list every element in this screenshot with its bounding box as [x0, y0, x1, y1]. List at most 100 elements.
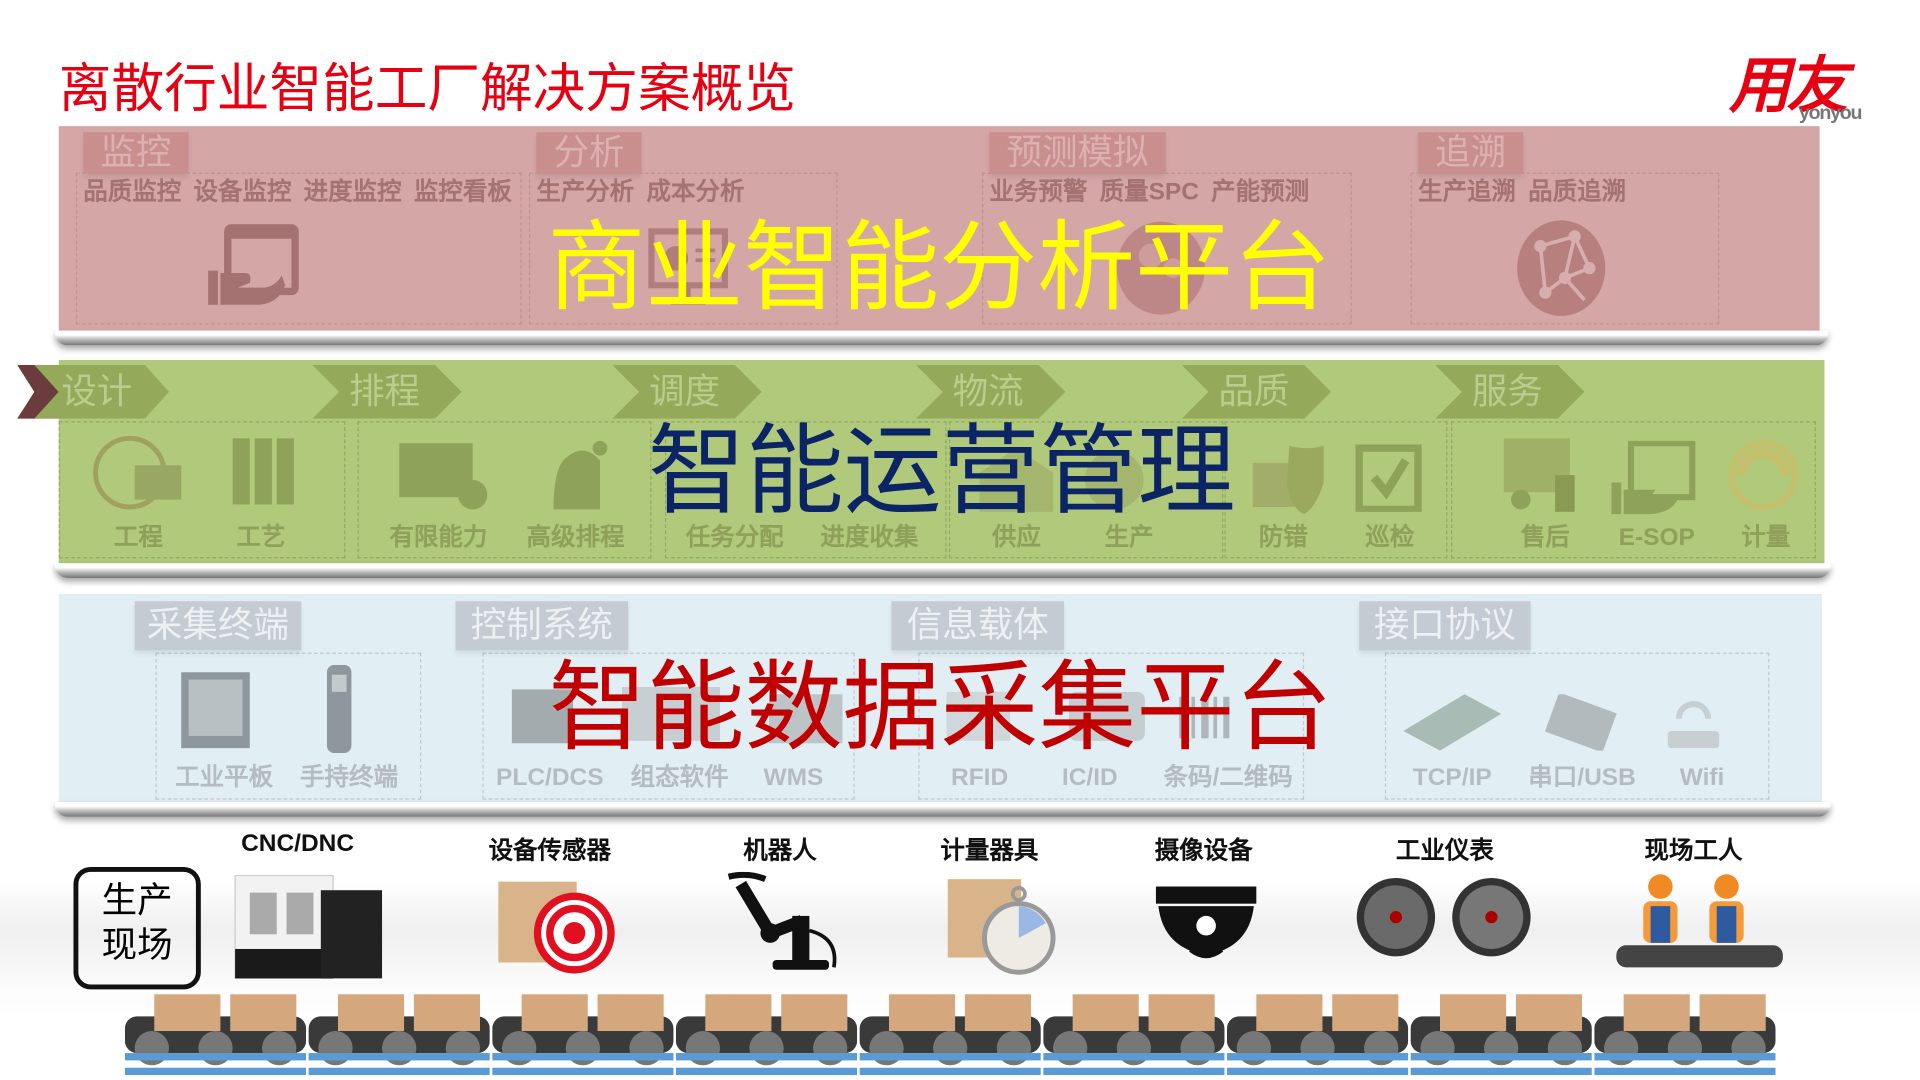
yonyou-logo: 用友 yonyou [1729, 37, 1866, 130]
ops-group-box [357, 421, 652, 559]
device-label: CNC/DNC [241, 830, 355, 858]
bi-items-trace: 生产追溯 品质追溯 [1418, 179, 1626, 207]
device-label: 设备传感器 [488, 837, 612, 865]
device-label: 计量器具 [940, 837, 1039, 865]
bi-items-analysis: 生产分析 成本分析 [536, 179, 744, 207]
clipboard-check-icon [1355, 444, 1422, 512]
shop-floor-line2: 现场 [101, 925, 173, 965]
conveyor-segment [1226, 994, 1409, 1076]
bi-item: 质量SPC [1099, 178, 1199, 206]
stage-dispatch: 调度 [612, 364, 762, 419]
data-item: WMS [763, 764, 824, 792]
bi-item: 监控看板 [413, 178, 512, 206]
binders-icon [232, 438, 294, 505]
ops-group-box [948, 421, 1224, 559]
handheld-terminal-icon [326, 664, 352, 754]
shield-box-icon [1252, 445, 1324, 515]
bi-item: 成本分析 [646, 178, 745, 206]
bi-item: 产能预测 [1211, 178, 1310, 206]
ops-group-box [1451, 421, 1816, 559]
tablet-icon [181, 672, 250, 749]
data-section-label: 采集终端 [134, 601, 302, 651]
interface-devices-icons [1403, 694, 1720, 751]
device-label: 机器人 [743, 837, 817, 865]
bi-platform-panel: 监控 分析 预测模拟 追溯 品质监控 设备监控 进度监控 监控看板 生产分析 成… [58, 126, 1820, 331]
data-item: 条码/二维码 [1163, 764, 1293, 792]
data-section-label: 接口协议 [1359, 601, 1531, 651]
device-label: 现场工人 [1644, 837, 1743, 865]
data-section-label: 控制系统 [455, 601, 629, 651]
bi-item: 品质监控 [83, 178, 182, 206]
data-item: RFID [951, 764, 1009, 792]
logo-cn: 用友 [1728, 51, 1848, 121]
bi-item: 业务预警 [989, 178, 1088, 206]
robot-arm-icon [727, 871, 837, 970]
conveyor-segment [492, 994, 674, 1076]
conveyor-segment [859, 994, 1041, 1076]
bi-item: 设备监控 [193, 178, 292, 206]
monitor-hand-icon [208, 224, 299, 305]
panel-base [55, 802, 1831, 817]
conveyor-segment [308, 994, 490, 1076]
ops-item: 工程 [113, 524, 163, 552]
stage-service: 服务 [1435, 364, 1585, 419]
globe-computer-icon [93, 435, 182, 510]
bi-item: 生产分析 [536, 178, 635, 206]
stage-scheduling: 排程 [312, 364, 462, 419]
data-section-box [918, 652, 1305, 800]
chart-gear-icon [399, 443, 488, 510]
device-label: 工业仪表 [1395, 837, 1494, 865]
bi-item: 进度监控 [303, 178, 402, 206]
data-item: PLC/DCS [496, 764, 604, 792]
ops-item: 计量 [1741, 524, 1791, 552]
warehouse-gear-icon [979, 448, 1144, 512]
data-item: 组态软件 [630, 764, 729, 792]
head-gears-icon [553, 440, 608, 510]
data-section-box [482, 652, 855, 800]
cnc-machine-icon [234, 874, 383, 979]
data-item: 串口/USB [1528, 764, 1636, 792]
logo-en: yonyou [1798, 102, 1863, 124]
conveyor-segment [124, 994, 307, 1076]
bi-section-box [75, 172, 522, 325]
data-item: IC/ID [1061, 764, 1118, 792]
bi-platform-title: 商业智能分析平台 [547, 213, 1332, 323]
ops-group-box [664, 421, 947, 559]
ops-group-box [1224, 421, 1448, 559]
ops-item: 防错 [1258, 524, 1308, 552]
data-section-box [155, 652, 422, 800]
head-gears-icon [1116, 221, 1205, 315]
page-title: 离散行业智能工厂解决方案概览 [58, 60, 796, 119]
ops-item: 巡检 [1365, 524, 1415, 552]
ops-panel: 设计 排程 调度 物流 品质 服务 工程 工艺 有限能力 高级排程 任务分配 进… [34, 360, 1825, 564]
bi-section-box [528, 172, 838, 325]
ops-item: 进度收集 [820, 524, 919, 552]
ops-item: 售后 [1520, 524, 1570, 552]
bi-items-forecast: 业务预警 质量SPC 产能预测 [989, 179, 1309, 207]
factory-workers-icon [1616, 874, 1783, 968]
truck-phone-icon [1503, 438, 1575, 512]
ops-item: 生产 [1104, 524, 1154, 552]
data-platform-title: 智能数据采集平台 [548, 652, 1333, 762]
bi-item: 品质追溯 [1528, 178, 1627, 206]
data-item: 手持终端 [300, 764, 398, 792]
ops-item: E-SOP [1618, 524, 1695, 552]
network-globe-icon [1517, 220, 1606, 316]
ops-title: 智能运营管理 [647, 416, 1236, 526]
bi-item: 生产追溯 [1417, 178, 1516, 206]
ops-item: 工艺 [236, 524, 286, 552]
data-section-box [1384, 652, 1770, 800]
ops-item: 有限能力 [389, 524, 488, 552]
bi-section-label: 监控 [83, 132, 189, 174]
bi-section-label: 追溯 [1417, 132, 1524, 174]
bi-section-label: 分析 [536, 132, 642, 174]
ops-item: 任务分配 [685, 524, 784, 552]
gauge-icon [1728, 440, 1799, 511]
bi-section-label: 预测模拟 [989, 132, 1166, 174]
box-stopwatch-icon [947, 879, 1056, 975]
rfid-card-barcode-icons [946, 691, 1230, 741]
data-item: 工业平板 [175, 764, 274, 792]
bi-section-box [1410, 172, 1720, 325]
ops-group-box [58, 421, 346, 559]
